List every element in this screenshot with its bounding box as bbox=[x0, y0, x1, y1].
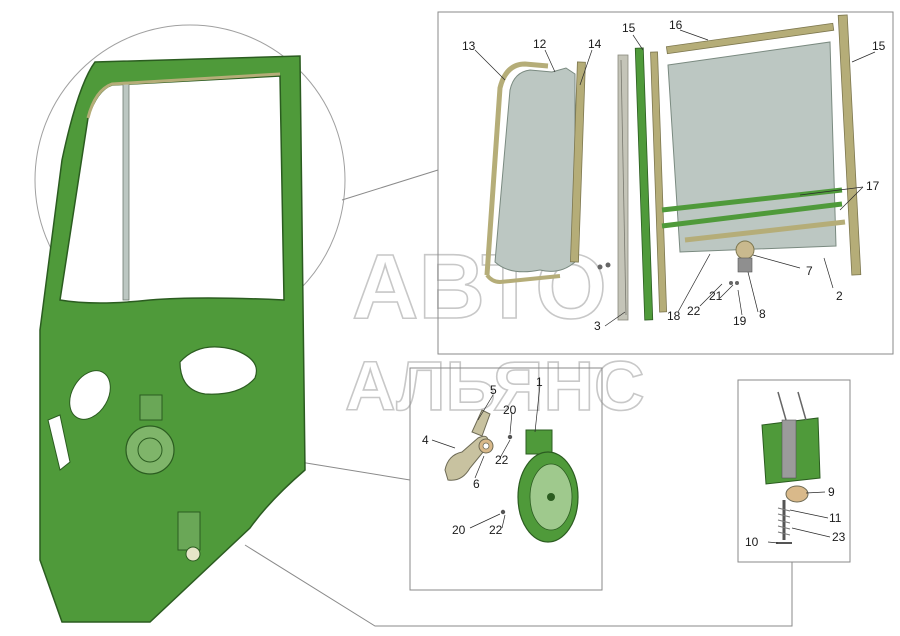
main-glass-2 bbox=[667, 41, 837, 253]
regulator-parts bbox=[444, 409, 579, 543]
belt-seal-18 bbox=[684, 219, 846, 243]
belt-strip-17-lower bbox=[661, 201, 843, 229]
callout-6: 6 bbox=[473, 477, 480, 491]
callout-18: 18 bbox=[667, 309, 681, 323]
door-regulator-hub bbox=[137, 437, 163, 463]
rubber-15-left bbox=[650, 51, 668, 313]
door-body bbox=[39, 55, 306, 623]
callout-22-top: 22 bbox=[687, 304, 701, 318]
fastener-21 bbox=[729, 281, 733, 285]
connector-to-mechanism-panel bbox=[244, 544, 793, 627]
door-window-opening bbox=[59, 75, 285, 304]
regulator-spring-5 bbox=[471, 409, 491, 437]
door-bracket bbox=[139, 394, 163, 421]
callout-17: 17 bbox=[866, 179, 880, 193]
leader-lines bbox=[431, 29, 876, 544]
regulator-mount-bracket bbox=[525, 429, 553, 455]
callout-21: 21 bbox=[709, 289, 723, 303]
connector-to-regulator-panel bbox=[299, 461, 411, 481]
door-handle-cutout bbox=[179, 346, 257, 395]
door-window-seal bbox=[86, 72, 281, 119]
door-oval-hole bbox=[69, 370, 111, 420]
callout-15-right: 15 bbox=[872, 39, 886, 53]
callout-1: 1 bbox=[536, 375, 543, 389]
connector-to-glass-panel bbox=[341, 169, 439, 201]
callout-19: 19 bbox=[733, 314, 747, 328]
door-regulator-disc bbox=[125, 425, 175, 475]
glass-seal-13 bbox=[484, 61, 549, 276]
door-divider-channel bbox=[122, 81, 130, 301]
regulator-panel bbox=[409, 367, 603, 591]
seal-strip-14 bbox=[570, 61, 586, 263]
callout-10: 10 bbox=[745, 535, 759, 549]
top-seal-16 bbox=[665, 22, 835, 55]
callout-15-left: 15 bbox=[622, 21, 636, 35]
door-lower-roller bbox=[185, 546, 201, 562]
callout-4: 4 bbox=[422, 433, 429, 447]
callout-9: 9 bbox=[828, 485, 835, 499]
small-glass-12 bbox=[494, 67, 576, 273]
glass-clamp-plate-8 bbox=[737, 257, 753, 273]
door-lower-hole bbox=[47, 414, 71, 471]
callout-7: 7 bbox=[806, 264, 813, 278]
roller-9 bbox=[785, 485, 809, 503]
mechanism-parts bbox=[761, 391, 821, 544]
fastener-22 bbox=[735, 281, 739, 285]
glass-seal-13-bottom bbox=[485, 273, 561, 285]
callout-5: 5 bbox=[490, 383, 497, 397]
glass-parts bbox=[484, 14, 862, 321]
channel-15-left bbox=[634, 47, 654, 321]
window-glass-panel bbox=[437, 11, 894, 355]
callout-16: 16 bbox=[669, 18, 683, 32]
callout-23: 23 bbox=[832, 530, 846, 544]
regulator-handle-4 bbox=[444, 435, 489, 481]
callout-22-middle: 22 bbox=[495, 453, 509, 467]
door-lower-bracket bbox=[177, 511, 201, 551]
callout-13: 13 bbox=[462, 39, 476, 53]
fastener-a bbox=[597, 264, 603, 270]
callout-8: 8 bbox=[759, 307, 766, 321]
callout-2: 2 bbox=[836, 289, 843, 303]
mechanism-slider bbox=[781, 419, 797, 479]
callout-11: 11 bbox=[829, 511, 842, 525]
fastener-b bbox=[605, 262, 611, 268]
mechanism-panel bbox=[737, 379, 851, 563]
glass-clamp-7 bbox=[735, 240, 755, 260]
screw-20-upper bbox=[507, 434, 513, 440]
callout-3: 3 bbox=[594, 319, 601, 333]
callout-12: 12 bbox=[533, 37, 547, 51]
callout-22-bottom: 22 bbox=[489, 523, 503, 537]
callout-20-top: 20 bbox=[503, 403, 517, 417]
guide-channel-3 bbox=[617, 54, 629, 321]
callout-14: 14 bbox=[588, 37, 602, 51]
screw-20-lower bbox=[500, 509, 506, 515]
watermark-line2: АЛЬЯНС bbox=[345, 347, 645, 425]
callout-20-bottom: 20 bbox=[452, 523, 466, 537]
callout-labels: 13 12 14 15 16 15 17 2 7 8 19 21 22 18 3… bbox=[422, 18, 886, 549]
rear-seal-15 bbox=[837, 14, 862, 276]
